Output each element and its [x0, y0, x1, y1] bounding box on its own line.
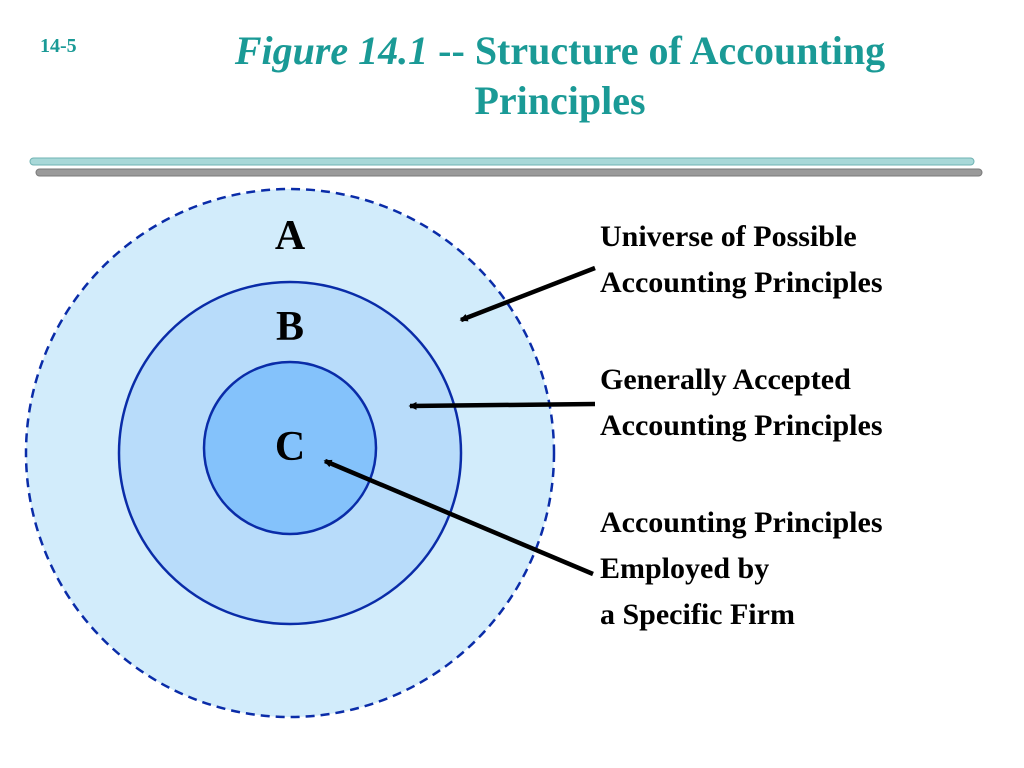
arrow-b [408, 401, 596, 410]
title-figure-ref: Figure 14.1 [234, 28, 429, 73]
label-gaap: Generally Accepted Accounting Principles [600, 357, 883, 449]
title-rule-dark [35, 168, 983, 177]
circle-letter-c: C [274, 424, 306, 470]
label-firm-line2: Employed by [600, 552, 770, 585]
label-universe-line1: Universe of Possible [600, 220, 857, 253]
page-title: Figure 14.1 -- Structure of Accounting P… [150, 26, 970, 126]
arrow-c [323, 458, 594, 577]
circle-c-firm [202, 360, 378, 536]
label-universe-line2: Accounting Principles [600, 266, 883, 299]
title-rule-light [29, 157, 975, 166]
label-firm: Accounting Principles Employed by a Spec… [600, 500, 883, 638]
label-gaap-line2: Accounting Principles [600, 409, 883, 442]
label-universe: Universe of Possible Accounting Principl… [600, 214, 883, 306]
label-firm-line1: Accounting Principles [600, 506, 883, 539]
title-text: -- Structure of Accounting Principles [428, 28, 886, 123]
label-firm-line3: a Specific Firm [600, 598, 795, 631]
circle-letter-a: A [274, 213, 306, 259]
label-gaap-line1: Generally Accepted [600, 363, 851, 396]
arrow-a [459, 265, 596, 323]
slide-number: 14-5 [40, 35, 77, 57]
circle-letter-b: B [275, 304, 304, 350]
